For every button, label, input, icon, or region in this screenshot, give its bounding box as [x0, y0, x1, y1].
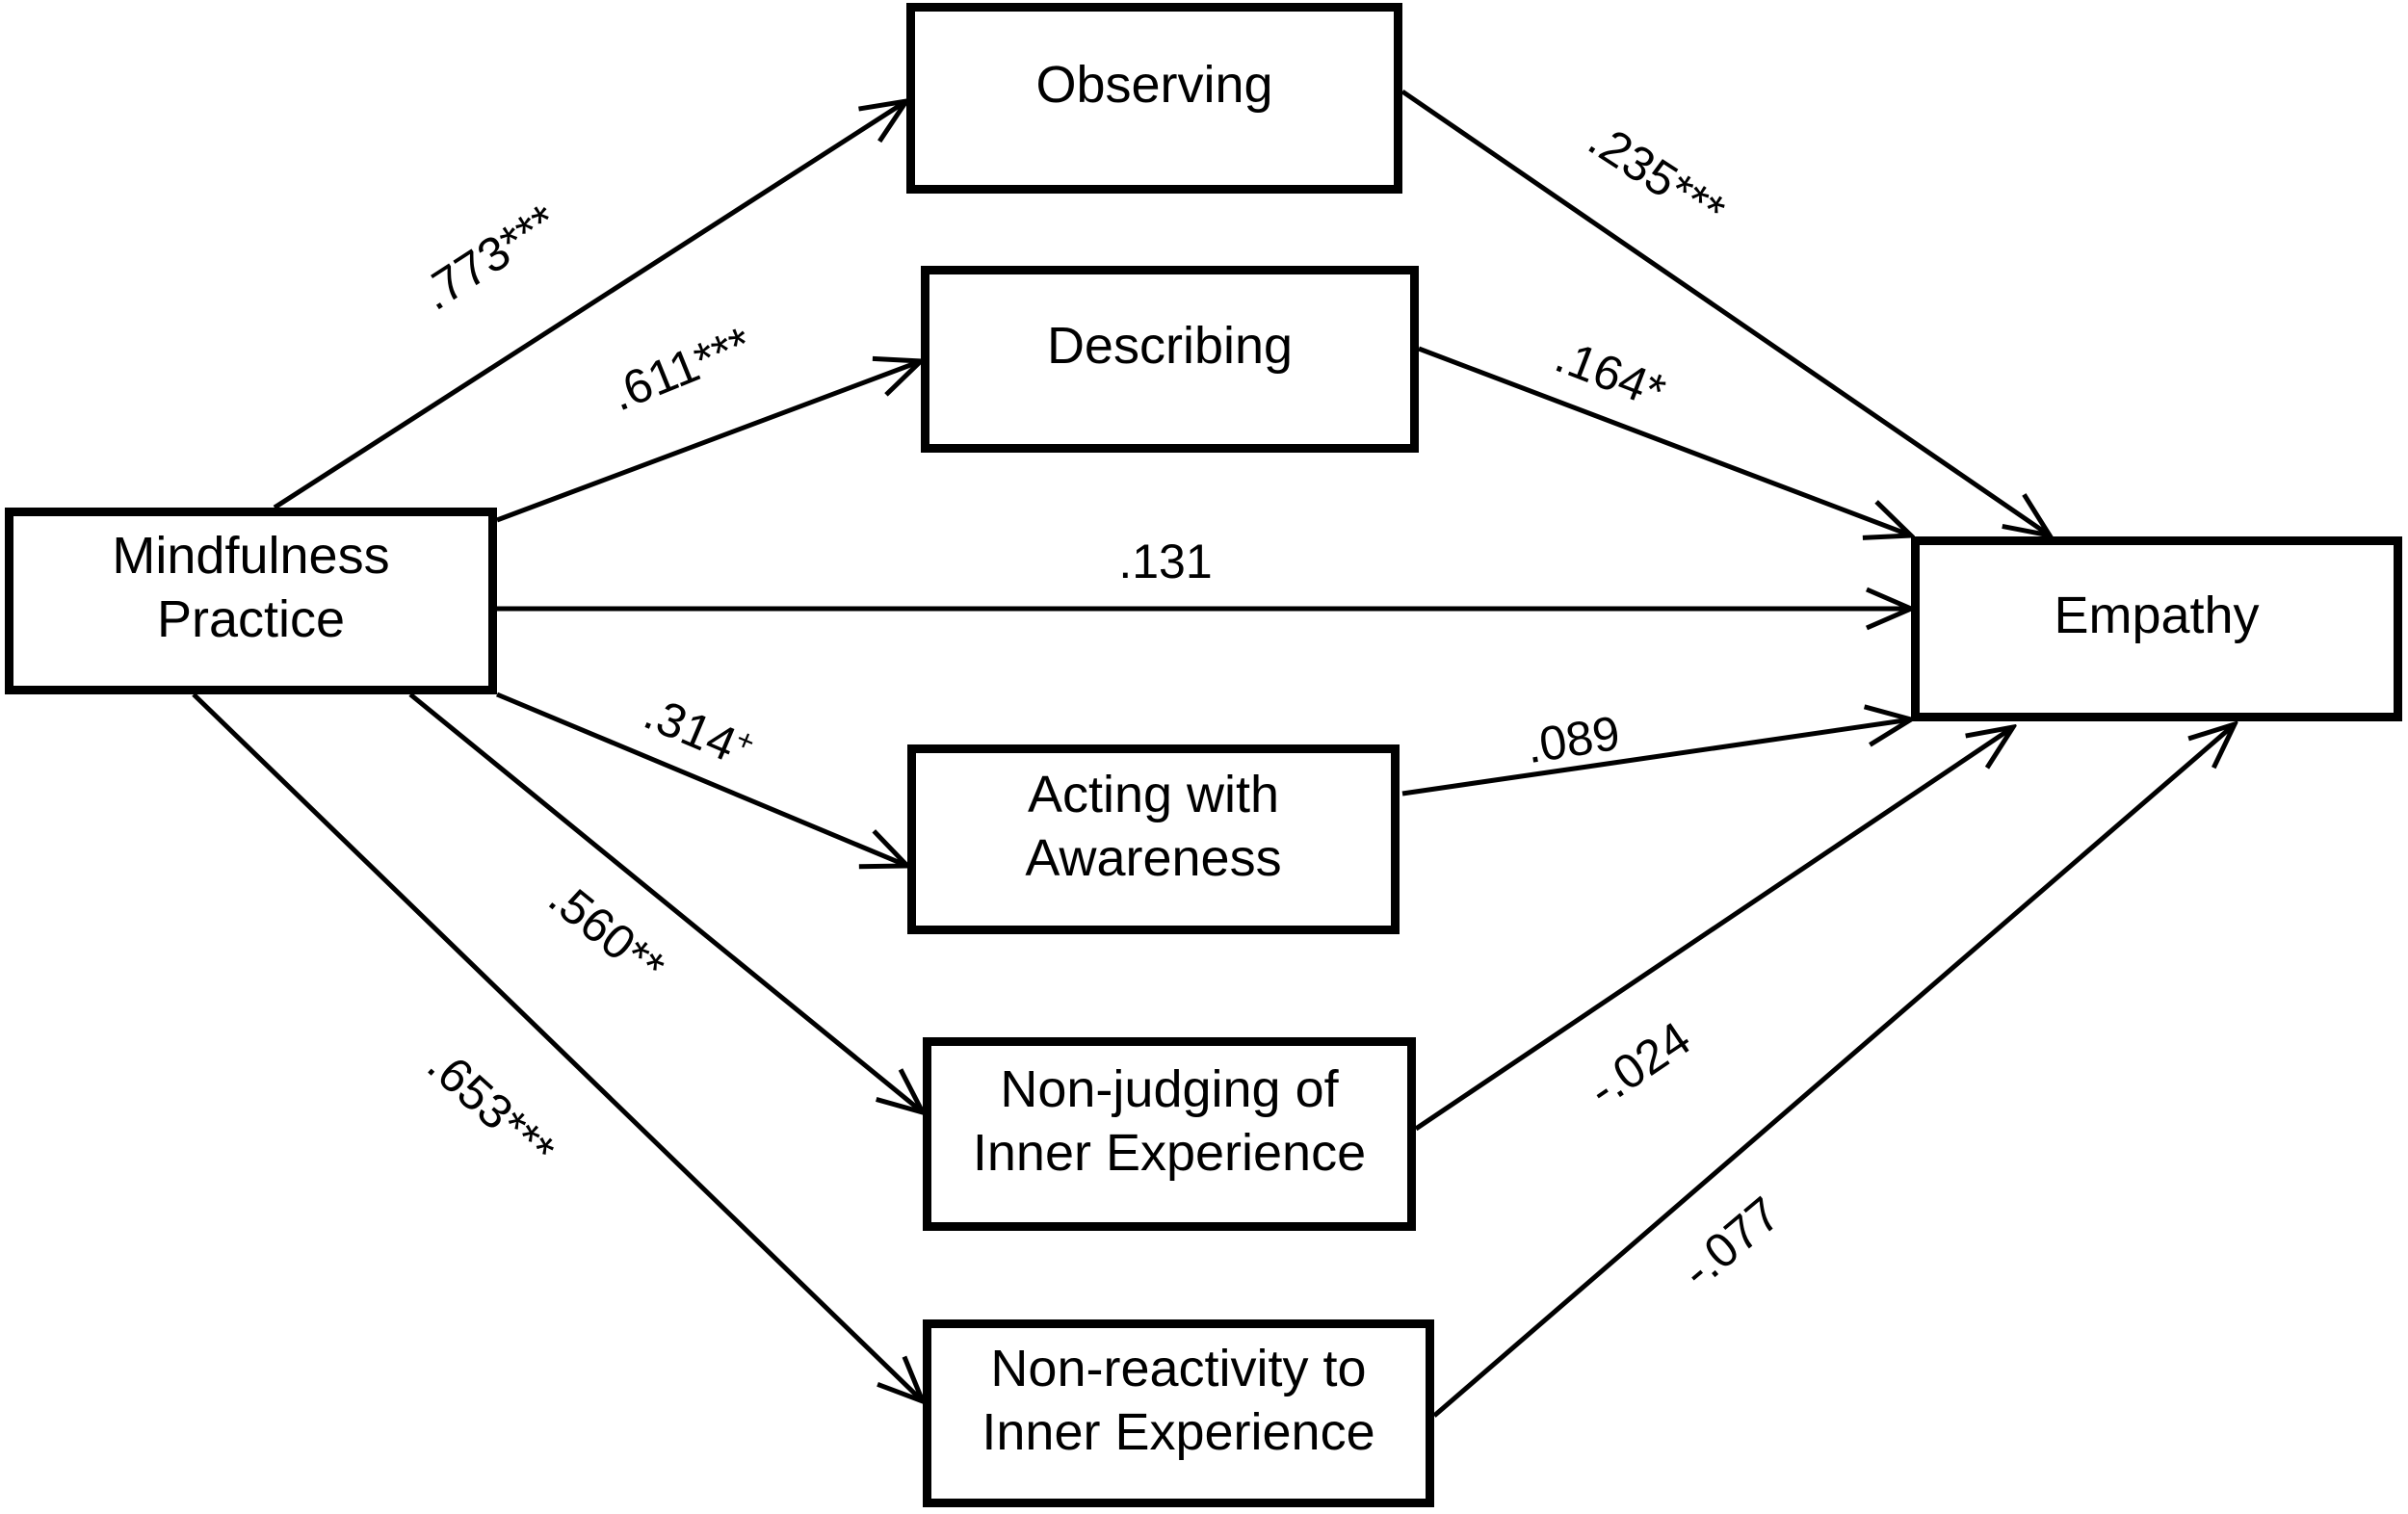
node-empathy-label: Empathy — [2054, 587, 2260, 645]
node-mindfulness-practice: Mindfulness Practice — [5, 508, 497, 694]
edge-observing-empathy — [1400, 89, 2050, 535]
path-label-mp-empathy-direct: .131 — [1118, 534, 1212, 589]
node-nonjudging-label: Non-judging of Inner Experience — [972, 1059, 1367, 1182]
node-empathy: Empathy — [1911, 536, 2402, 721]
edge-mp-observing — [273, 101, 906, 510]
node-describing-label: Describing — [1046, 317, 1294, 376]
edge-nonreactivity-empathy — [1432, 724, 2235, 1418]
edge-describing-empathy — [1418, 346, 1911, 535]
edge-mp-nonreactivity — [192, 692, 923, 1401]
node-nonjudging: Non-judging of Inner Experience — [923, 1037, 1416, 1231]
node-nonreactivity: Non-reactivity to Inner Experience — [923, 1319, 1434, 1507]
node-acting-with-awareness: Acting with Awareness — [907, 744, 1400, 934]
edge-nonjudging-empathy — [1414, 727, 2013, 1132]
edge-acting-empathy — [1401, 719, 1911, 796]
node-mindfulness-practice-label: Mindfulness Practice — [112, 527, 390, 648]
node-describing: Describing — [921, 266, 1419, 453]
path-label-mp-empathy-direct-text: .131 — [1118, 535, 1213, 588]
edge-mp-describing — [496, 361, 921, 523]
node-acting-with-awareness-label: Acting with Awareness — [1025, 765, 1282, 887]
node-observing-label: Observing — [1035, 56, 1273, 115]
edge-mp-acting — [496, 692, 907, 866]
edge-mp-nonjudging — [408, 692, 923, 1112]
node-nonreactivity-label: Non-reactivity to Inner Experience — [982, 1339, 1375, 1461]
node-observing: Observing — [906, 3, 1402, 194]
